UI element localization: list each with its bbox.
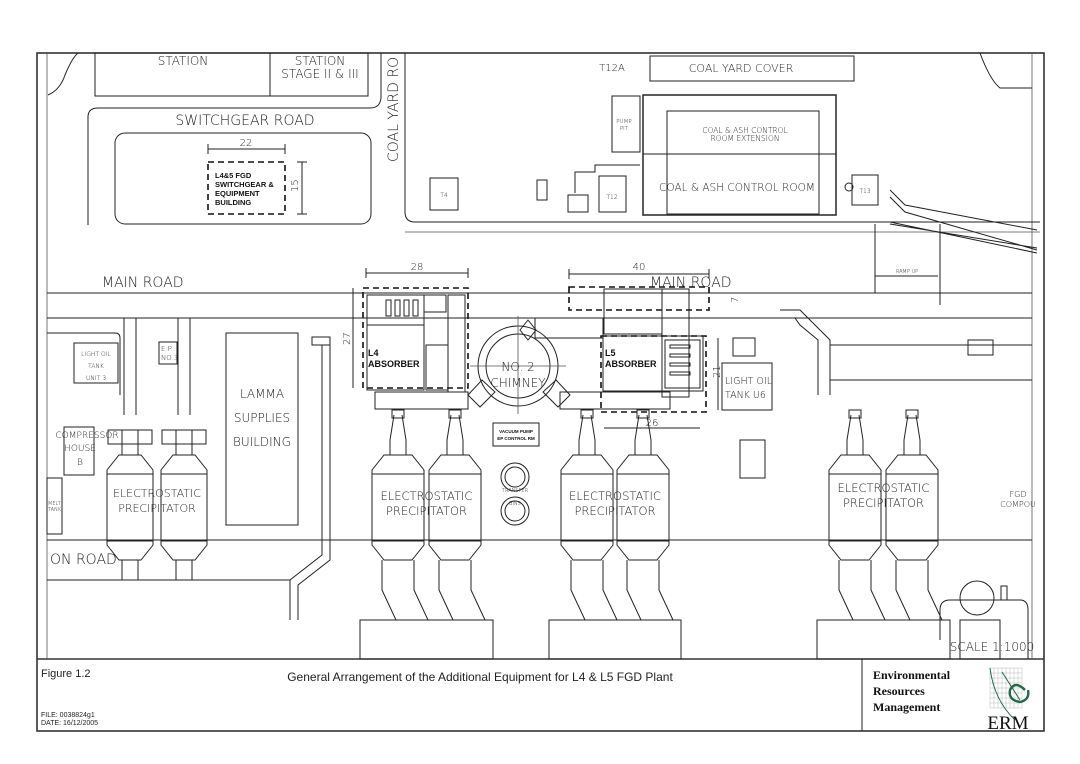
- transfer-bins-label: BINS: [509, 501, 521, 507]
- chimney-label: CHIMNEY: [490, 376, 546, 390]
- esp-label: PRECIPITATOR: [843, 496, 924, 510]
- t12-label: T12: [606, 194, 617, 201]
- ep-no3-label: NO.3: [161, 354, 178, 362]
- pump-pit-label: PIT: [620, 126, 629, 132]
- fgd-compound-label: COMPOU: [1000, 500, 1036, 509]
- t13-label: T13: [859, 188, 870, 195]
- t12a-label: T12A: [599, 63, 625, 74]
- absorber-label: ABSORBER: [605, 359, 657, 369]
- erm-logo: ERM: [987, 667, 1030, 734]
- drawing-frame: [36, 52, 1045, 732]
- dimension-label: 22: [240, 138, 253, 149]
- esp-unit: [106, 318, 154, 580]
- file-id: FILE: 0038824g1: [41, 712, 95, 719]
- compressor-house-label: COMPRESSOR: [55, 431, 118, 441]
- ep-no3-label: E.P.: [161, 345, 173, 353]
- on-road-label: ON ROAD: [50, 552, 117, 568]
- pump-pit-label: PUMP: [616, 119, 631, 125]
- light-oil-tank-label: LIGHT OIL: [725, 376, 772, 387]
- chimney-label: NO. 2: [501, 360, 534, 374]
- dimension-label: 40: [633, 262, 646, 273]
- ramp-up-label: RAMP UP: [896, 269, 918, 275]
- coal-yard-area: T4 T12A COAL YARD COVER PUMP PIT COAL & …: [404, 52, 1040, 305]
- light-oil-tank-unit3-label: TANK: [88, 363, 104, 370]
- compressor-house-label: HOUSE: [64, 444, 96, 454]
- esp-unit: [616, 409, 674, 621]
- dimension-label: 15: [290, 179, 301, 192]
- erm-logo-text: ERM: [987, 713, 1028, 734]
- dimension-label: 27: [342, 332, 353, 345]
- esp-label: ELECTROSTATIC: [381, 489, 473, 503]
- esp-unit: [428, 409, 486, 621]
- esp-label: ELECTROSTATIC: [838, 481, 930, 495]
- vacuum-pump-label: EP CONTROL RM: [497, 436, 535, 441]
- stage-label: STAGE II & III: [281, 67, 358, 81]
- main-road-label: MAIN ROAD: [102, 275, 184, 291]
- esp-label: PRECIPITATOR: [118, 502, 196, 515]
- esp-unit: [560, 409, 618, 621]
- dimension-label: 26: [646, 418, 659, 429]
- company-name: Resources: [873, 684, 925, 698]
- esp-unit: [160, 318, 208, 580]
- lamma-supplies-label: SUPPLIES: [234, 411, 290, 425]
- company-name: Environmental: [873, 668, 951, 682]
- l5-absorber: 40 7 L5 ABSORBER 26 21 LIGHT OIL TANK U6: [534, 262, 1032, 479]
- switchgear-road: SWITCHGEAR ROAD COAL YARD RO: [87, 53, 402, 225]
- control-room-extension-label: ROOM EXTENSION: [710, 134, 779, 143]
- dimension-label: 7: [730, 297, 741, 303]
- left-area: LIGHT OIL TANK UNIT 3 E.P. NO.3 COMPRESS…: [46, 332, 1036, 660]
- station-buildings: STATION STATION STAGE II & III: [47, 52, 369, 97]
- transfer-bins-label: TRANSFER: [502, 488, 529, 494]
- coal-yard-road-label: COAL YARD RO: [386, 57, 402, 162]
- esp-unit: [885, 409, 943, 621]
- esp-label: PRECIPITATOR: [386, 504, 467, 518]
- melt-tank-label: TANK: [48, 507, 62, 513]
- building-label: L4&5 FGD: [215, 171, 252, 180]
- light-oil-tank-unit3-label: LIGHT OIL: [81, 351, 111, 358]
- building-label: BUILDING: [215, 198, 251, 207]
- compressor-house-label: B: [77, 458, 83, 468]
- light-oil-tank-label: TANK U6: [725, 390, 766, 401]
- control-room-extension-label: COAL & ASH CONTROL: [702, 126, 787, 135]
- melt-tank-label: MELT: [48, 501, 61, 507]
- coal-yard-cover-label: COAL YARD COVER: [689, 62, 794, 75]
- esp-label: PRECIPITATOR: [574, 504, 655, 518]
- absorber-label: L5: [605, 348, 616, 358]
- absorber-label: L4: [368, 348, 379, 358]
- lamma-supplies-label: BUILDING: [233, 435, 291, 449]
- station-label: STATION: [295, 54, 346, 68]
- title-block: Figure 1.2 General Arrangement of the Ad…: [41, 667, 1030, 734]
- no2-chimney: NO. 2 CHIMNEY VACUUM PUMP EP CONTROL RM …: [467, 316, 571, 526]
- company-name: Management: [873, 700, 940, 714]
- lamma-supplies-label: LAMMA: [240, 387, 284, 401]
- vacuum-pump-label: VACUUM PUMP: [499, 429, 533, 434]
- t4-label: T4: [440, 192, 448, 199]
- electrostatic-precipitators: ELECTROSTATICPRECIPITATORELECTROSTATICPR…: [106, 318, 951, 660]
- main-road: MAIN ROAD MAIN ROAD: [47, 275, 1032, 319]
- building-label: EQUIPMENT: [215, 189, 260, 198]
- fgd-compound-label: FGD: [1010, 490, 1027, 499]
- esp-pair: ELECTROSTATIC PRECIPITATOR: [106, 318, 208, 580]
- file-date: DATE: 16/12/2005: [41, 720, 98, 727]
- figure-number: Figure 1.2: [41, 668, 91, 680]
- esp-unit: [828, 409, 886, 621]
- absorber-label: ABSORBER: [368, 359, 420, 369]
- esp-unit: [371, 409, 429, 621]
- dimension-label: 21: [712, 365, 723, 378]
- control-room-label: COAL & ASH CONTROL ROOM: [659, 182, 815, 194]
- building-label: SWITCHGEAR &: [215, 180, 274, 189]
- light-oil-tank-unit3-label: UNIT 3: [86, 375, 106, 382]
- dimension-label: 28: [411, 262, 424, 273]
- scale-label: SCALE 1:1000: [950, 640, 1035, 654]
- esp-label: ELECTROSTATIC: [113, 487, 201, 500]
- figure-title: General Arrangement of the Additional Eq…: [287, 670, 673, 684]
- switchgear-road-label: SWITCHGEAR ROAD: [175, 113, 314, 129]
- esp-label: ELECTROSTATIC: [569, 489, 661, 503]
- switchgear-building: 22 15 L4&5 FGD SWITCHGEAR & EQUIPMENT BU…: [207, 138, 307, 215]
- station-label: STATION: [158, 54, 209, 68]
- l4-absorber: 28 27 L4 ABSORBER: [289, 262, 469, 620]
